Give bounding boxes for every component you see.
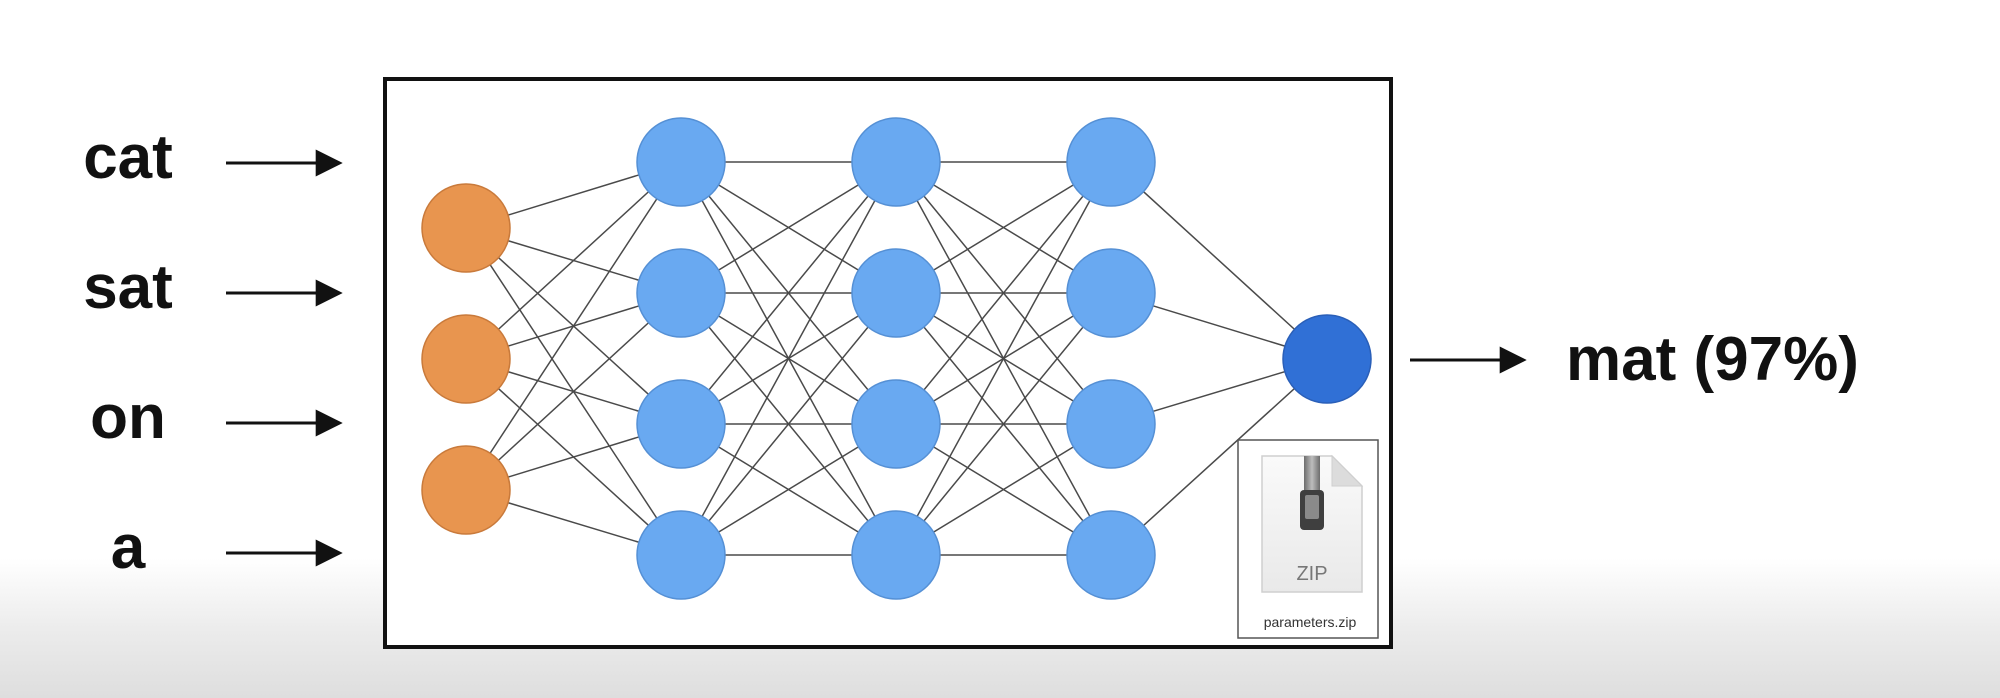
edge-l0-n1-to-n0 bbox=[465, 161, 682, 360]
zip-type-label: ZIP bbox=[1296, 563, 1327, 585]
input-node-layer0-2 bbox=[421, 445, 511, 535]
input-word-on: on bbox=[90, 383, 166, 452]
hidden-node-layer3-1 bbox=[1066, 248, 1156, 338]
hidden-node-layer2-2 bbox=[851, 379, 941, 469]
edge-l2-n2-to-n0 bbox=[895, 161, 1112, 425]
input-word-sat: sat bbox=[83, 253, 173, 322]
zip-filename: parameters.zip bbox=[1264, 614, 1357, 630]
output-node-layer4-0 bbox=[1282, 314, 1372, 404]
hidden-node-layer1-3 bbox=[636, 510, 726, 600]
zip-file-icon bbox=[1261, 454, 1364, 593]
parameters-file: ZIP parameters.zip bbox=[1237, 439, 1379, 639]
edge-l3-n3-to-n0 bbox=[1110, 358, 1328, 556]
network-nodes bbox=[421, 117, 1372, 600]
input-arrows bbox=[226, 149, 343, 567]
edge-l3-n0-to-n0 bbox=[1110, 161, 1328, 360]
hidden-node-layer1-1 bbox=[636, 248, 726, 338]
edge-l0-n2-to-n0 bbox=[465, 161, 682, 491]
input-word-a: a bbox=[111, 513, 146, 582]
hidden-node-layer2-3 bbox=[851, 510, 941, 600]
edge-l2-n3-to-n0 bbox=[895, 161, 1112, 556]
hidden-node-layer1-0 bbox=[636, 117, 726, 207]
hidden-node-layer2-0 bbox=[851, 117, 941, 207]
edge-l2-n3-to-n1 bbox=[895, 292, 1112, 556]
hidden-node-layer3-3 bbox=[1066, 510, 1156, 600]
input-words: cat sat on a bbox=[83, 123, 173, 582]
edge-l1-n3-to-n0 bbox=[680, 161, 897, 556]
input-node-layer0-0 bbox=[421, 183, 511, 273]
hidden-node-layer3-0 bbox=[1066, 117, 1156, 207]
edge-l1-n3-to-n1 bbox=[680, 292, 897, 556]
input-node-layer0-1 bbox=[421, 314, 511, 404]
hidden-node-layer1-2 bbox=[636, 379, 726, 469]
hidden-node-layer3-2 bbox=[1066, 379, 1156, 469]
hidden-node-layer2-1 bbox=[851, 248, 941, 338]
input-word-cat: cat bbox=[83, 123, 173, 192]
output-prediction: mat (97%) bbox=[1566, 325, 1859, 394]
edge-l0-n2-to-n1 bbox=[465, 292, 682, 491]
edge-l1-n2-to-n0 bbox=[680, 161, 897, 425]
